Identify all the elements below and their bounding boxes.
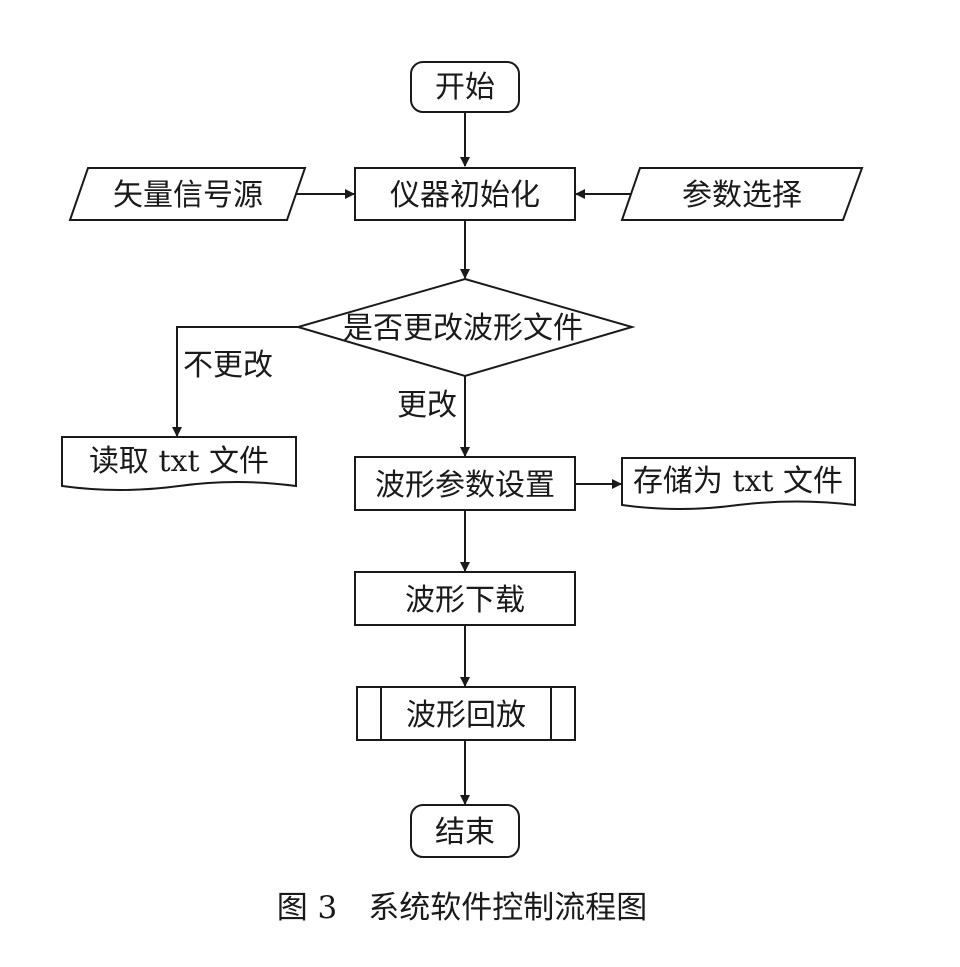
init-node: 仪器初始化 [354, 167, 576, 221]
save-txt-node: 存储为 txt 文件 [621, 457, 856, 510]
param-select-label: 参数选择 [682, 178, 802, 213]
end-label: 结束 [435, 815, 495, 850]
end-node: 结束 [410, 804, 520, 858]
init-label: 仪器初始化 [390, 178, 540, 213]
save-txt-label: 存储为 txt 文件 [633, 464, 843, 499]
vector-source-label: 矢量信号源 [113, 178, 263, 213]
wave-param-set-label: 波形参数设置 [375, 468, 555, 503]
edge-decision-read [172, 326, 298, 437]
wave-download-label: 波形下载 [405, 583, 525, 618]
figure-caption: 图 3 系统软件控制流程图 [277, 890, 648, 926]
read-txt-node: 读取 txt 文件 [61, 436, 297, 491]
edge-label-change: 更改 [397, 388, 457, 423]
wave-param-set-node: 波形参数设置 [354, 456, 576, 511]
decision-label: 是否更改波形文件 [343, 311, 583, 346]
start-label: 开始 [435, 70, 495, 105]
wave-playback-node: 波形回放 [356, 686, 576, 741]
param-select-node: 参数选择 [620, 167, 864, 221]
read-txt-label: 读取 txt 文件 [89, 444, 269, 479]
wave-playback-label: 波形回放 [406, 698, 526, 733]
vector-source-node: 矢量信号源 [68, 167, 307, 221]
start-node: 开始 [410, 61, 520, 113]
edge-label-no-change: 不更改 [183, 348, 273, 383]
decision-node: 是否更改波形文件 [294, 277, 636, 378]
wave-download-node: 波形下载 [354, 571, 576, 626]
